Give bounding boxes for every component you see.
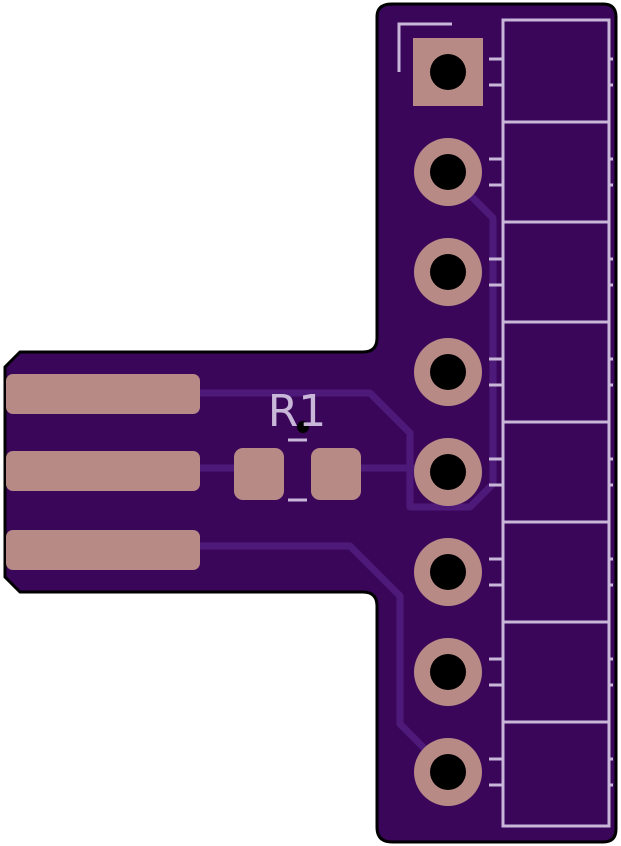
board-outline (3, 2, 618, 844)
pin-drill-hole (430, 654, 466, 690)
pin-drill-hole (430, 454, 466, 490)
r1-footprint: R1 (234, 386, 361, 502)
pin-drill-hole (430, 354, 466, 390)
pin-drill-hole (430, 554, 466, 590)
edge-contact-1 (6, 374, 200, 414)
edge-contact-3 (6, 530, 200, 570)
edge-contact-2 (6, 451, 200, 491)
header-pin-7 (414, 638, 482, 706)
header-dividers (503, 120, 609, 724)
r1-pad-1 (234, 448, 284, 500)
edge-contacts (6, 374, 200, 570)
trace-1 (186, 169, 497, 511)
r1-pad-2 (311, 448, 361, 500)
header-pin-3 (414, 238, 482, 306)
via (297, 421, 309, 433)
header-pin-ticks (489, 57, 613, 787)
header-pins (413, 38, 483, 806)
header-pin-1 (413, 38, 483, 106)
pin-drill-hole (430, 54, 466, 90)
pin1-corner-mark (397, 22, 452, 72)
r1-label: R1 (268, 386, 327, 437)
header-pin-8 (414, 738, 482, 806)
pin-drill-hole (430, 254, 466, 290)
pin-drill-hole (430, 154, 466, 190)
header-pin-2 (414, 138, 482, 206)
header-pin-4 (414, 338, 482, 406)
header-pin-6 (414, 538, 482, 606)
header-pin-5 (414, 438, 482, 506)
trace-4 (186, 542, 452, 776)
pin-drill-hole (430, 754, 466, 790)
